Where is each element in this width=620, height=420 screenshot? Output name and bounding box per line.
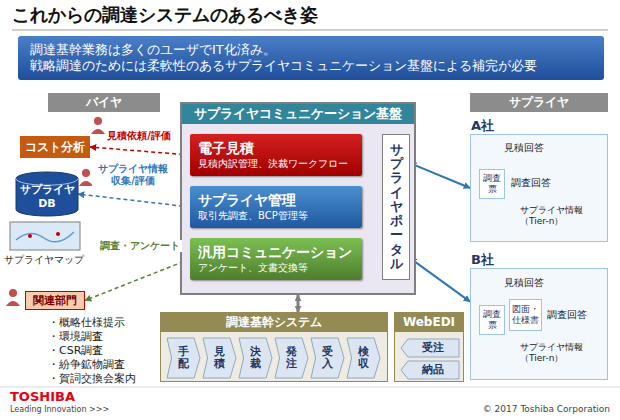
cylinder-body: [16, 172, 78, 216]
node-title: WebEDI: [395, 313, 463, 332]
department-box: 関連部門: [25, 291, 85, 310]
platform-box: サプライヤコミュニケーション基盤電子見積見積内訳管理、決裁ワークフローサプライヤ…: [180, 102, 416, 295]
document-box: 調査票: [479, 169, 505, 199]
item-label: サプライヤ情報（Tier-n）: [520, 205, 604, 227]
connector: [410, 163, 470, 188]
connector: [78, 194, 190, 207]
edge-label: サプライヤ情報 収集/評価: [92, 163, 174, 187]
node-title: 調査票: [481, 309, 503, 332]
chevron-body: [239, 338, 272, 378]
node-title: コスト分析: [25, 140, 85, 155]
node-title: 調達基幹システム: [161, 313, 387, 332]
node-title: 発注: [286, 346, 297, 370]
list-item: ・環境調査: [48, 330, 103, 343]
document-box: 図面・仕様書: [509, 299, 542, 331]
person-icon: [91, 117, 105, 134]
connector: [85, 259, 190, 301]
node-title: B社: [471, 252, 494, 268]
portal-box: サプライヤポータル: [382, 134, 410, 280]
process-step: 受注: [401, 339, 459, 357]
footer-text: TOSHIBA: [10, 389, 75, 405]
item-label: 見積回答: [504, 142, 544, 154]
node-title: 調査票: [481, 173, 503, 196]
list-item: ・CSR調査: [48, 344, 103, 357]
image-caption: サプライヤマップ: [4, 254, 84, 266]
process-step: 見積: [203, 338, 236, 378]
group-tab: バイヤ: [48, 93, 160, 112]
document-box: 調査票: [479, 305, 505, 335]
title-rule: [12, 29, 608, 31]
node-title: 納品: [422, 363, 444, 377]
function-box: サプライヤ管理取引先調査、BCP管理等: [190, 186, 362, 228]
footer-rule: [0, 387, 620, 388]
node-title: 図面・仕様書: [511, 304, 540, 327]
node-title: サプライヤコミュニケーション基盤: [182, 104, 414, 124]
process-step: 発注: [275, 338, 308, 378]
node-title: バイヤ: [86, 95, 122, 110]
node-title: 見積: [214, 346, 225, 370]
map-screen-icon: [10, 222, 80, 250]
list-item: ・概略仕様提示: [48, 316, 125, 329]
node-title: サプライヤポータル: [390, 143, 403, 272]
process-step: 手配: [167, 338, 200, 378]
title: これからの調達システムのあるべき姿: [12, 4, 318, 27]
node-title: 手配: [178, 346, 189, 370]
process-step: 受入: [311, 338, 344, 378]
function-box: 電子見積見積内訳管理、決裁ワークフロー: [190, 134, 362, 176]
node-title: サプライヤ管理: [198, 192, 296, 210]
node-detail: アンケート、文書交換等: [198, 262, 308, 275]
footer-text: Leading Innovation >>>: [10, 405, 109, 415]
node-title: サプライヤ DB: [16, 183, 78, 211]
group-tab: サプライヤ: [470, 93, 608, 112]
edge-label: 調査・アンケート: [98, 240, 182, 252]
item-label: 調査回答: [547, 309, 587, 321]
node-detail: 戦略調達のためには柔軟性のあるサプライヤコミュニケーション基盤による補完が必要: [30, 58, 537, 74]
chevron-body: [203, 338, 236, 378]
function-box: 汎用コミュニケーションアンケート、文書交換等: [190, 238, 362, 280]
connector: [297, 295, 300, 312]
node-title: 受注: [422, 341, 444, 355]
node-title: 受入: [322, 346, 333, 370]
analysis-box: コスト分析: [20, 136, 90, 158]
node-title: 調達基幹業務は多くのユーザでIT化済み。: [30, 42, 276, 58]
node-title: A社: [471, 118, 494, 134]
footer-text: © 2017 Toshiba Corporation: [430, 404, 610, 415]
process-step: 納品: [401, 361, 459, 379]
chevron-body: [401, 339, 459, 357]
node-title: 電子見積: [198, 140, 254, 158]
process-step: 検収: [347, 338, 380, 378]
connector: [90, 147, 190, 155]
chevron-body: [275, 338, 308, 378]
node-title: 関連部門: [33, 294, 77, 308]
chevron-body: [347, 338, 380, 378]
process-step: 決裁: [239, 338, 272, 378]
chevron-body: [401, 361, 459, 379]
person-icon: [6, 289, 20, 306]
node-title: 検収: [358, 346, 369, 370]
person-icon: [79, 169, 93, 186]
item-label: 調査回答: [511, 177, 551, 189]
node-title: サプライヤ: [509, 95, 569, 110]
node-title: 決裁: [250, 346, 261, 370]
item-label: 見積回答: [504, 277, 544, 289]
chevron-body: [167, 338, 200, 378]
node-title: 汎用コミュニケーション: [198, 244, 352, 262]
system-band: WebEDI 受注納品: [394, 312, 464, 382]
node-detail: 取引先調査、BCP管理等: [198, 210, 308, 223]
edge-label: 見積依頼/評価: [105, 130, 173, 142]
list-item: ・賀詞交換会案内: [48, 372, 136, 385]
connector: [410, 258, 470, 302]
item-label: サプライヤ情報（Tier-n）: [520, 342, 604, 364]
chevron-body: [311, 338, 344, 378]
list-item: ・紛争鉱物調査: [48, 358, 125, 371]
node-detail: 見積内訳管理、決裁ワークフロー: [198, 158, 348, 171]
message-banner: 調達基幹業務は多くのユーザでIT化済み。戦略調達のためには柔軟性のあるサプライヤ…: [18, 36, 604, 80]
system-band: 調達基幹システム手配 見積 決裁 発注 受入 検収: [160, 312, 388, 382]
database-cylinder: サプライヤ DB: [16, 172, 78, 216]
